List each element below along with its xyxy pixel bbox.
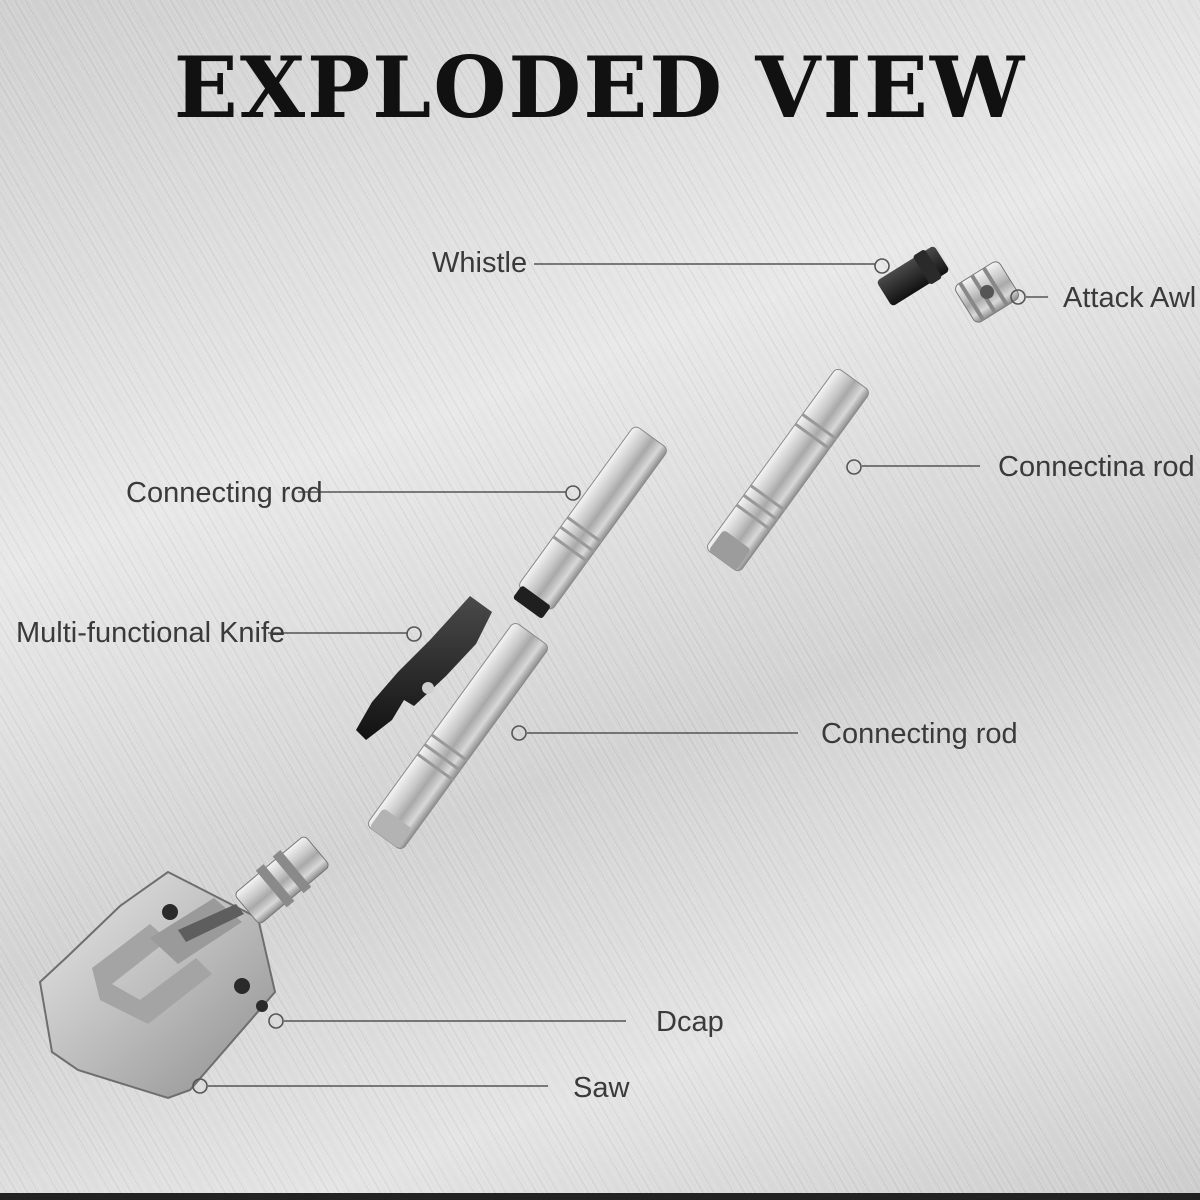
connecting-rod-lower-leader-dot xyxy=(511,725,527,741)
label-whistle: Whistle xyxy=(432,247,527,279)
label-connecting-rod-right: Connectina rod xyxy=(998,451,1195,483)
dcap-leader-dot xyxy=(268,1013,284,1029)
label-attack-awl: Attack Awl xyxy=(1063,282,1196,314)
whistle-leader-dot xyxy=(874,258,890,274)
label-connecting-rod-lower: Connecting rod xyxy=(821,718,1018,750)
attack-awl-leader-dot xyxy=(1010,289,1026,305)
connecting-rod-with-knife-handle xyxy=(513,426,667,618)
knife-leader-dot xyxy=(406,626,422,642)
page-title: EXPLODED VIEW xyxy=(173,38,1027,137)
label-saw: Saw xyxy=(573,1072,630,1104)
shovel-coupling xyxy=(235,836,329,924)
connecting-rod-left-leader-dot xyxy=(565,485,581,501)
leader-lines xyxy=(192,258,1048,1094)
label-dcap: Dcap xyxy=(656,1006,724,1038)
connecting-rod-right-leader-dot xyxy=(846,459,862,475)
bottom-border xyxy=(0,1193,1200,1200)
shovel-head xyxy=(38,870,277,1100)
whistle-part xyxy=(877,246,949,306)
attack-awl-part xyxy=(955,261,1019,323)
connecting-rod-lower xyxy=(368,623,548,849)
label-connecting-rod-left: Connecting rod xyxy=(126,477,323,509)
label-knife: Multi-functional Knife xyxy=(16,617,285,649)
connecting-rod-upper-right xyxy=(707,368,869,572)
saw-leader-dot xyxy=(192,1078,208,1094)
multi-functional-knife-blade xyxy=(356,596,492,740)
